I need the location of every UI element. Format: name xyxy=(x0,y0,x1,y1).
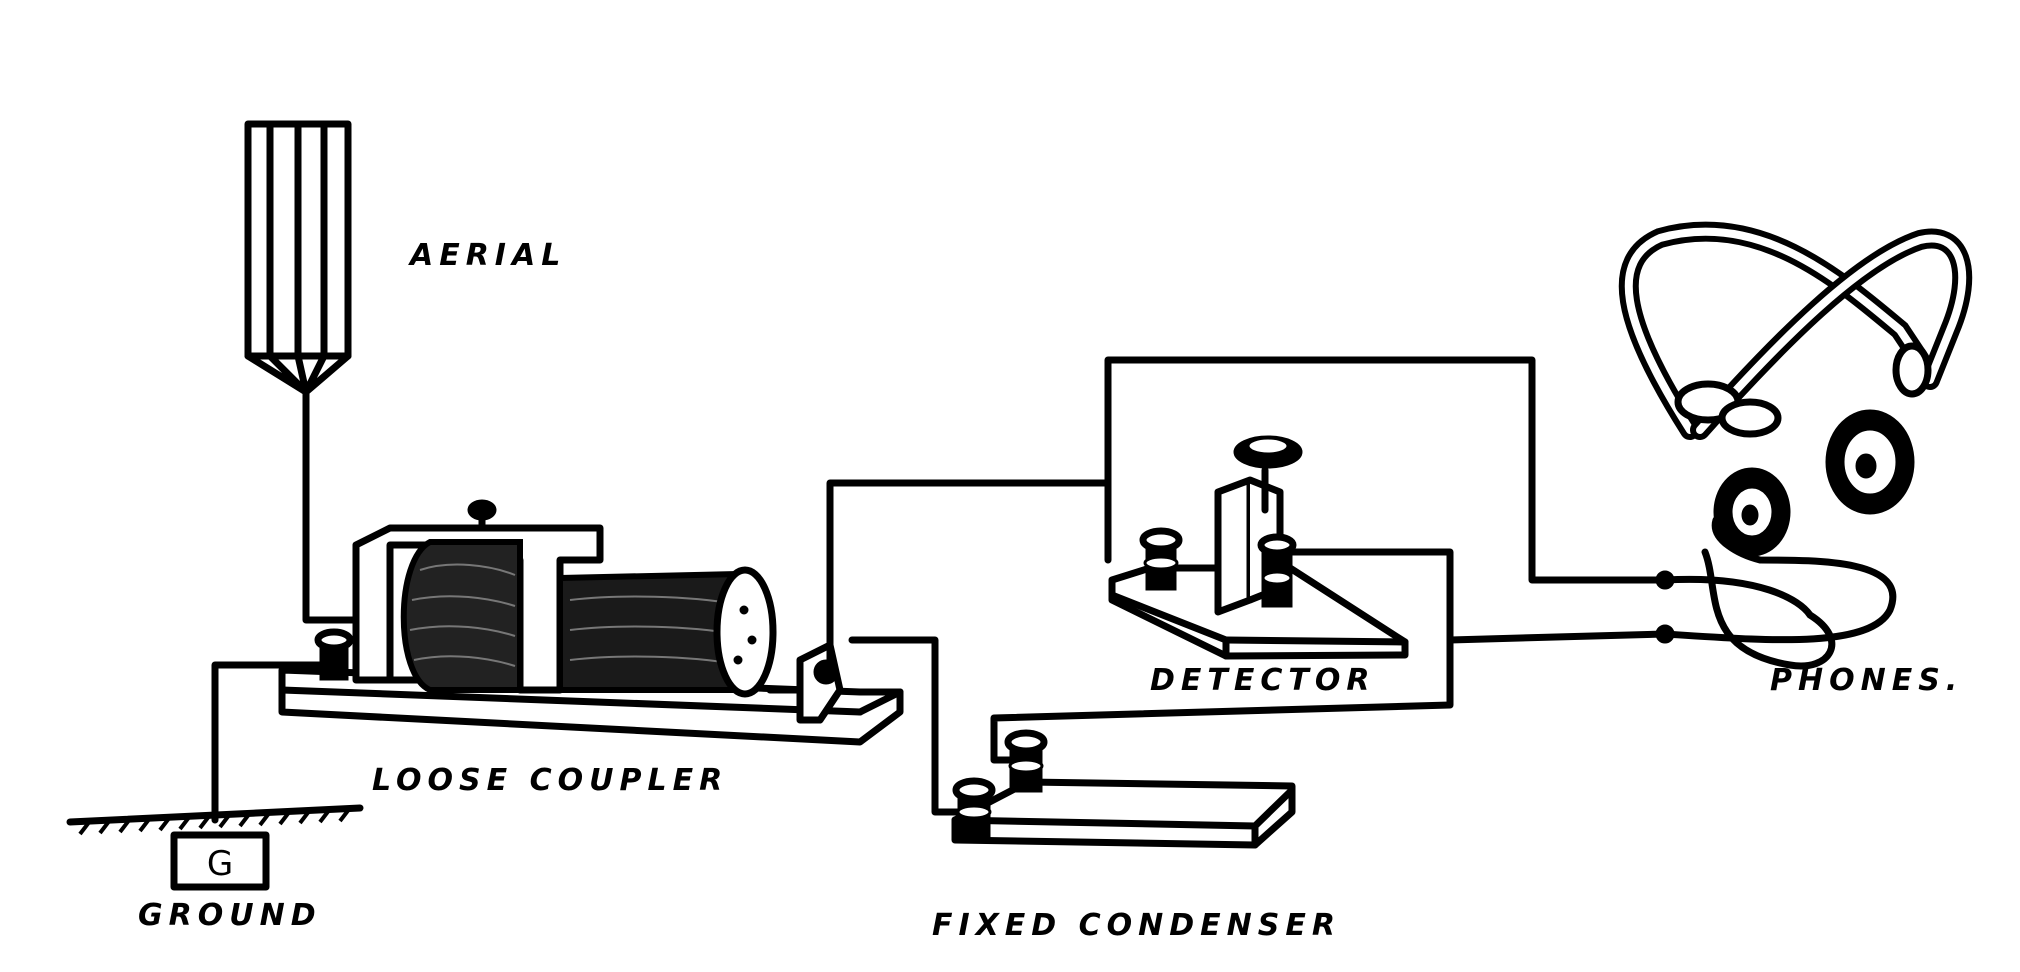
coupler-to-condenser-wire xyxy=(848,636,969,816)
fixed-condenser xyxy=(951,729,1296,849)
loose-coupler-label: LOOSE COUPLER xyxy=(372,763,728,798)
aerial-wire xyxy=(302,388,364,624)
loose-coupler xyxy=(278,499,904,746)
phones-label: PHONES. xyxy=(1770,663,1963,698)
ground: G xyxy=(66,804,364,891)
detector xyxy=(1108,435,1409,660)
aerial xyxy=(244,120,352,396)
coupler-to-detector-wire xyxy=(826,479,1112,676)
aerial-label: AERIAL xyxy=(408,238,566,273)
detector-to-phones-wire xyxy=(1104,356,1669,584)
detector-to-condenser-wire xyxy=(990,548,1454,764)
ground-box-letter: G xyxy=(207,844,233,884)
ground-label: GROUND xyxy=(138,898,322,933)
ground-wire xyxy=(211,661,339,824)
ground-box xyxy=(170,831,270,891)
detector-label: DETECTOR xyxy=(1150,663,1375,698)
phones xyxy=(1618,221,1973,670)
fixed-condenser-label: FIXED CONDENSER xyxy=(932,908,1341,943)
phones-second-wire xyxy=(1446,630,1669,644)
